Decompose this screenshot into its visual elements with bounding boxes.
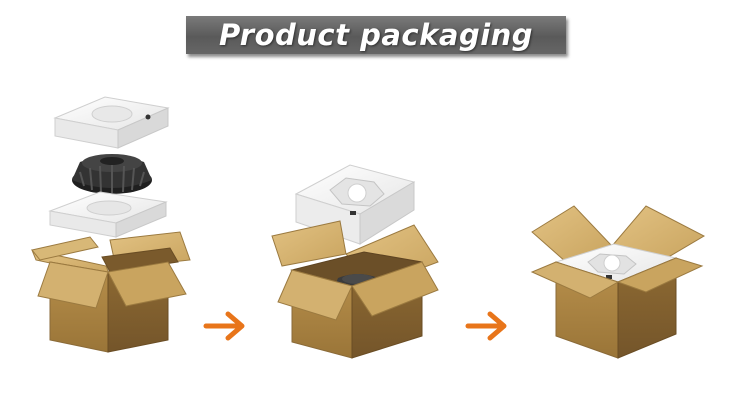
arrow-right-icon [203, 311, 245, 341]
title-banner: Product packaging [186, 16, 566, 54]
foam-lid-inside-box [554, 243, 678, 283]
cardboard-box-with-product [271, 220, 439, 359]
cardboard-box-open [31, 231, 191, 353]
step-1-exploded-box-icon [31, 96, 191, 353]
foam-lid [294, 164, 416, 245]
arrow-right-icon [465, 311, 507, 341]
step-3-packed-box-icon [530, 205, 706, 359]
foam-tray-bottom [48, 191, 168, 238]
foam-tray-top [53, 96, 170, 149]
product-heatsink [72, 154, 152, 194]
step-2-box-with-product-icon [271, 164, 439, 359]
page-title: Product packaging [218, 18, 534, 52]
